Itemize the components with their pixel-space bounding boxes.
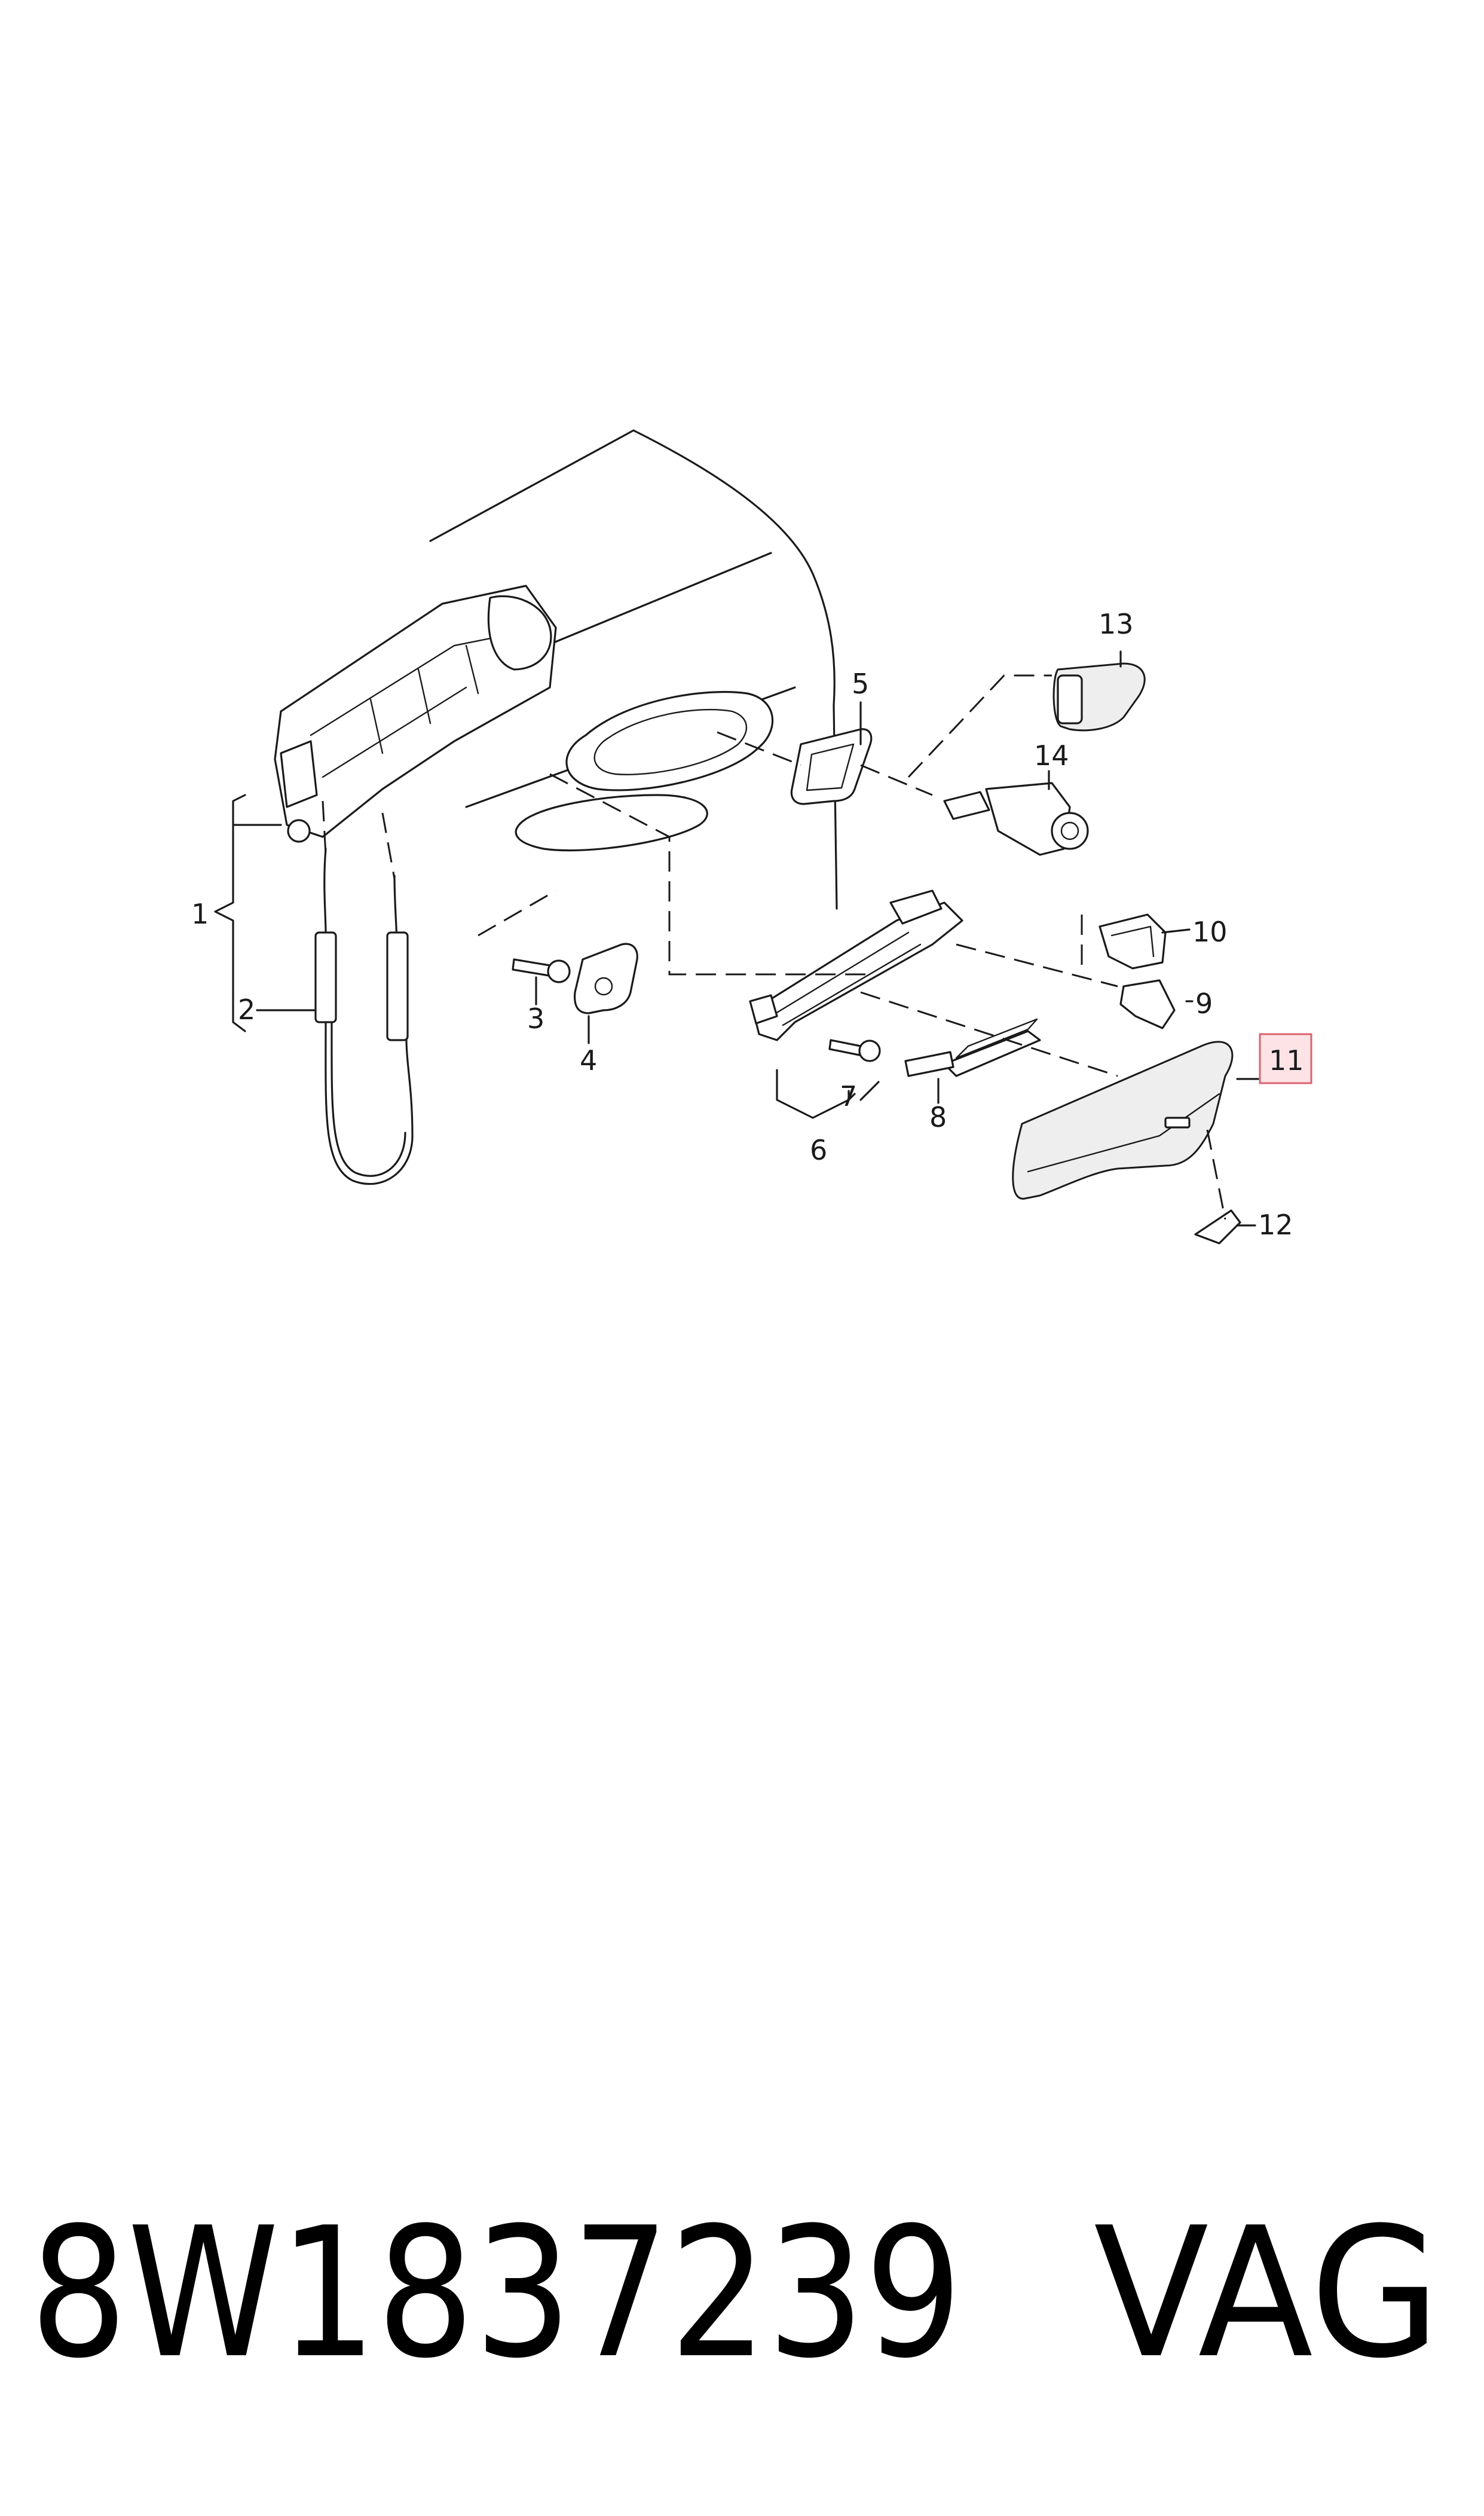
- callout-2: 2: [238, 993, 255, 1026]
- callout-6: 6: [810, 1134, 827, 1166]
- part-4-cover-cap: [573, 943, 638, 1014]
- callout-14: 14: [1034, 739, 1069, 772]
- part-11-door-handle: [1012, 1041, 1234, 1200]
- part-7-screw: [828, 1039, 881, 1062]
- part-1-lock-carrier: [274, 585, 557, 843]
- part-5-gasket: [790, 728, 873, 805]
- handle-recess: [515, 690, 774, 852]
- callout-labels: 1 2 3 4 5 6 7 8 9 10 11 12 13 14: [191, 608, 1312, 1241]
- callout-13: 13: [1099, 608, 1134, 640]
- part-8-sensor-strip: [904, 1018, 1041, 1077]
- callout-9: 9: [1195, 988, 1213, 1020]
- callout-3: 3: [527, 1002, 544, 1035]
- part-2-cables: [314, 848, 414, 1185]
- part-13-lock-cap: [1052, 662, 1146, 732]
- part-number-caption: 8W1837239: [30, 2189, 962, 2398]
- part-3-screw: [512, 958, 571, 983]
- part-12-small-clip: [1194, 1209, 1241, 1245]
- callout-4: 4: [580, 1044, 597, 1077]
- callout-7: 7: [840, 1080, 857, 1112]
- part-9-clip: [1119, 979, 1176, 1029]
- leader-lines: [214, 650, 1259, 1227]
- part-6-handle-carrier: [749, 889, 963, 1041]
- callout-11-highlight: [1259, 1033, 1312, 1084]
- callout-8: 8: [929, 1101, 947, 1133]
- part-14-lock-cylinder: [943, 782, 1089, 856]
- callout-5: 5: [852, 668, 869, 700]
- callout-11: 11: [1269, 1044, 1304, 1077]
- part-10-bracket: [1099, 913, 1167, 970]
- assembly-lines: [322, 674, 1226, 1220]
- callout-12: 12: [1258, 1209, 1293, 1241]
- callout-10: 10: [1192, 916, 1228, 948]
- callout-1: 1: [191, 898, 209, 930]
- brand-caption: VAG: [1094, 2189, 1440, 2398]
